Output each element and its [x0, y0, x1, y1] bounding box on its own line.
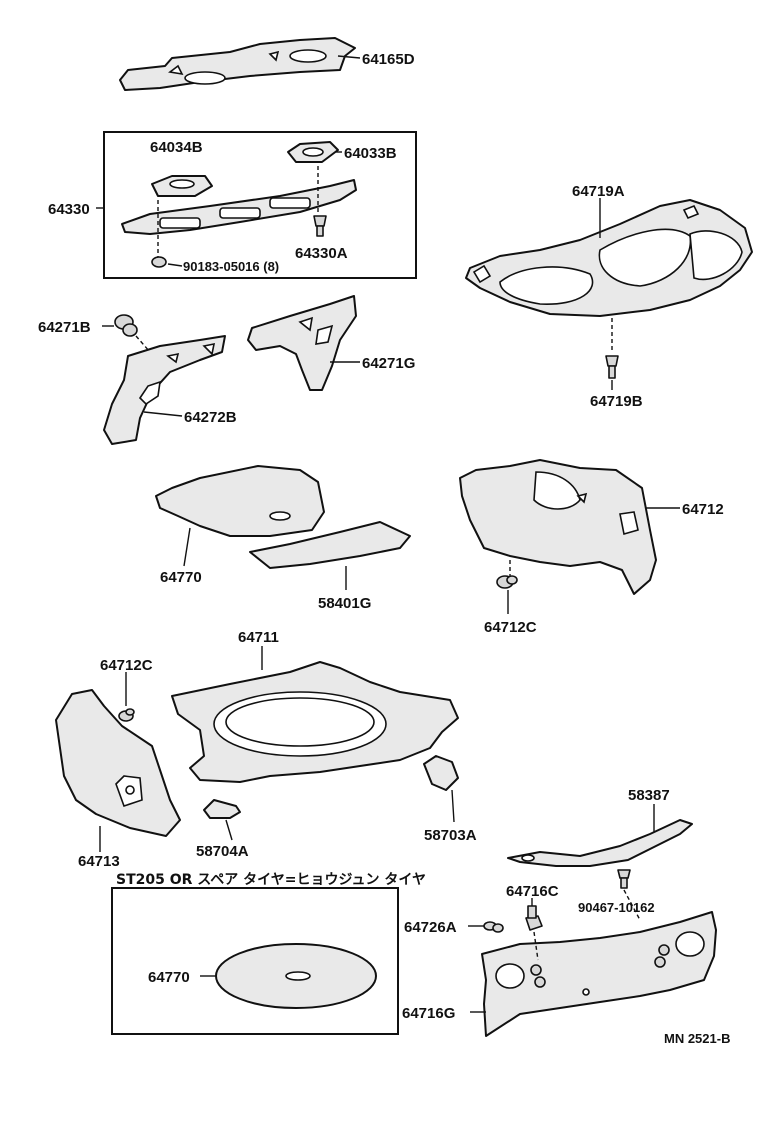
spare-tire-note: ST205 OR スペア タイヤ=ヒョウジュン タイヤ — [116, 872, 426, 888]
spare-tire-mat — [215, 943, 377, 1009]
label-64272B: 64272B — [184, 409, 237, 426]
trunk-floor-mat — [155, 465, 325, 537]
label-58387: 58387 — [628, 787, 670, 804]
diagram-code: MN 2521-B — [664, 1031, 730, 1046]
clip-64330A — [313, 215, 327, 237]
package-tray-panel — [119, 37, 361, 91]
spare-tire-box — [111, 887, 399, 1035]
label-64719A: 64719A — [572, 183, 625, 200]
clip-64719B — [605, 355, 619, 379]
rear-panel-trim — [481, 889, 717, 1037]
label-64712: 64712 — [682, 501, 724, 518]
label-64271B: 64271B — [38, 319, 91, 336]
trunk-side-trim-left — [55, 689, 181, 837]
label-64034B: 64034B — [150, 139, 203, 156]
label-58401G: 58401G — [318, 595, 371, 612]
mat-panel-58401G — [249, 521, 411, 569]
label-64165D: 64165D — [362, 51, 415, 68]
trunk-lid-liner — [465, 199, 753, 352]
label-58703A: 58703A — [424, 827, 477, 844]
label-64033B: 64033B — [344, 145, 397, 162]
label-64712C-right: 64712C — [484, 619, 537, 636]
assembly-box-64330 — [103, 131, 417, 279]
label-64726A: 64726A — [404, 919, 457, 936]
rear-shelf-trim — [121, 179, 357, 235]
clip-64716C — [525, 905, 543, 931]
label-90467: 90467-10162 — [578, 900, 655, 915]
label-64716C: 64716C — [506, 883, 559, 900]
speaker-cover-left — [151, 175, 213, 260]
label-64330: 64330 — [48, 201, 90, 218]
pad-58703A — [423, 755, 459, 791]
label-64711: 64711 — [238, 629, 279, 646]
clip-64726A — [483, 921, 504, 933]
label-64719B: 64719B — [590, 393, 643, 410]
label-64712C-left: 64712C — [100, 657, 153, 674]
bracket-58387 — [507, 819, 693, 867]
trunk-floor-panel — [171, 661, 459, 783]
label-64713: 64713 — [78, 853, 120, 870]
clip-64712C-right — [496, 575, 518, 589]
label-64770-disc: 64770 — [148, 969, 190, 986]
quarter-trim-right — [247, 295, 357, 391]
label-58704A: 58704A — [196, 843, 249, 860]
label-64716G: 64716G — [402, 1005, 455, 1022]
label-90183: 90183-05016 (8) — [183, 259, 279, 274]
quarter-trim-left — [103, 335, 226, 445]
clip-64712C-left — [118, 708, 135, 722]
label-64271G: 64271G — [362, 355, 415, 372]
pad-58704A — [203, 799, 241, 819]
speaker-cover-right — [287, 141, 339, 212]
screw-90183 — [151, 256, 167, 268]
label-64770-mat: 64770 — [160, 569, 202, 586]
clip-64271B — [114, 314, 151, 353]
trunk-side-trim-right — [459, 459, 657, 595]
label-64330A: 64330A — [295, 245, 348, 262]
clip-90467 — [617, 869, 631, 889]
